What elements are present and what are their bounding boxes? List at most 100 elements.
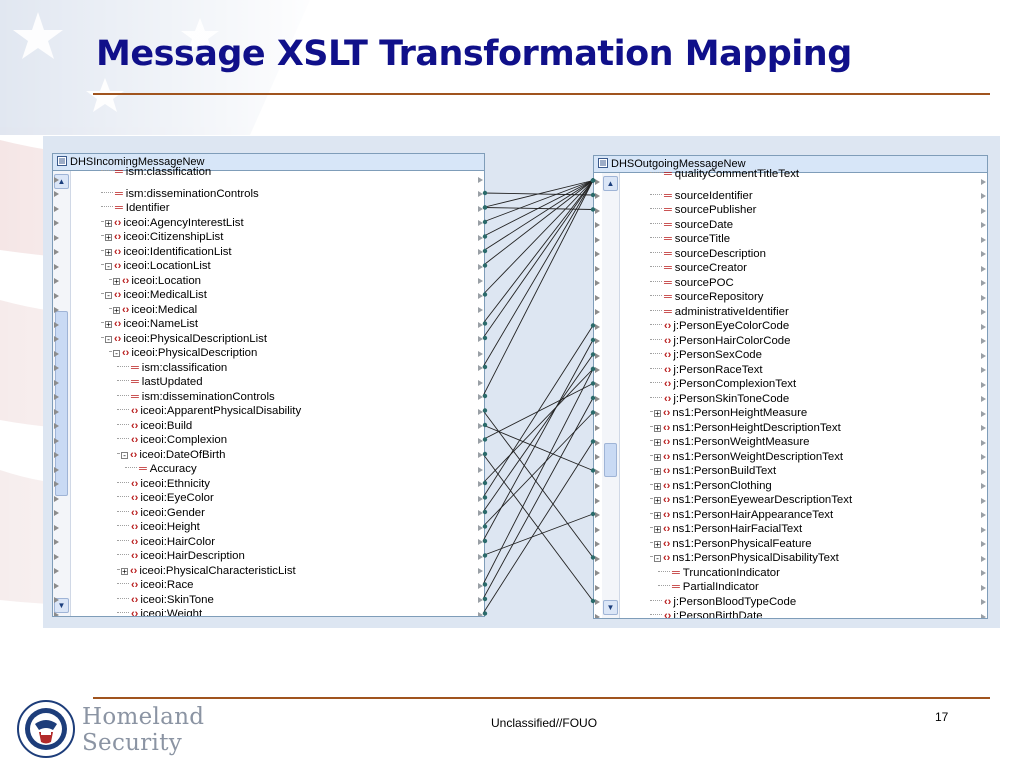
tree-node[interactable]: +‹›ns1:PersonClothing <box>650 479 772 494</box>
connector-node-icon[interactable] <box>981 613 986 618</box>
connector-node-icon[interactable] <box>54 437 59 444</box>
connector-node-icon[interactable] <box>595 439 600 446</box>
connector-node-icon[interactable] <box>54 350 59 357</box>
connector-node-icon[interactable] <box>478 408 483 415</box>
connector-node-icon[interactable] <box>478 597 483 603</box>
connector-node-icon[interactable] <box>478 220 483 226</box>
connector-node-icon[interactable] <box>595 222 600 228</box>
tree-node[interactable]: ‹›j:PersonComplexionText <box>650 377 796 392</box>
expand-icon[interactable]: + <box>113 276 120 286</box>
tree-node[interactable]: +‹›ns1:PersonHeightDescriptionText <box>650 421 841 436</box>
tree-node[interactable]: ‹›j:PersonSexCode <box>650 348 762 363</box>
connector-node-icon[interactable] <box>54 597 59 603</box>
tree-node[interactable]: ═ism:classification <box>117 361 227 376</box>
connector-node-icon[interactable] <box>478 394 483 400</box>
connector-node-icon[interactable] <box>478 205 483 212</box>
connector-node-icon[interactable] <box>981 497 986 504</box>
tree-node[interactable]: -‹›iceoi:LocationList <box>101 259 211 274</box>
connector-node-icon[interactable] <box>595 280 600 286</box>
connector-node-icon[interactable] <box>981 584 986 591</box>
connector-node-icon[interactable] <box>595 512 600 518</box>
scroll-down-icon[interactable]: ▼ <box>603 600 618 615</box>
expand-icon[interactable]: + <box>654 525 661 534</box>
tree-node[interactable]: ‹›iceoi:Weight <box>117 607 202 616</box>
connector-node-icon[interactable] <box>981 512 986 518</box>
scroll-thumb[interactable] <box>604 443 617 477</box>
connector-node-icon[interactable] <box>981 178 986 185</box>
connector-node-icon[interactable] <box>981 367 986 373</box>
tree-node[interactable]: ‹›j:PersonHairColorCode <box>650 334 790 349</box>
connector-node-icon[interactable] <box>54 379 59 386</box>
connector-node-icon[interactable] <box>981 541 986 547</box>
connector-node-icon[interactable] <box>981 236 986 243</box>
tree-node[interactable]: ‹›iceoi:SkinTone <box>117 593 214 608</box>
tree-node[interactable]: ‹›iceoi:ApparentPhysicalDisability <box>117 404 301 419</box>
connector-node-icon[interactable] <box>595 178 600 185</box>
connector-node-icon[interactable] <box>595 251 600 257</box>
expand-icon[interactable]: + <box>654 467 661 476</box>
tree-node[interactable]: ═sourceTitle <box>650 232 730 247</box>
tree-node[interactable]: ‹›j:PersonBloodTypeCode <box>650 595 796 610</box>
scroll-up-icon[interactable]: ▲ <box>603 176 618 191</box>
connector-node-icon[interactable] <box>54 611 59 616</box>
connector-node-icon[interactable] <box>54 423 59 429</box>
tree-node[interactable]: -‹›iceoi:PhysicalDescriptionList <box>101 332 267 347</box>
expand-icon[interactable]: + <box>654 496 661 505</box>
target-schema-titlebar[interactable]: DHSOutgoingMessageNew <box>594 156 987 173</box>
tree-node[interactable]: +‹›iceoi:AgencyInterestList <box>101 216 244 231</box>
connector-node-icon[interactable] <box>478 307 483 313</box>
tree-node[interactable]: ═sourceDescription <box>650 247 766 262</box>
connector-node-icon[interactable] <box>981 454 986 460</box>
tree-node[interactable]: ‹›iceoi:Build <box>117 419 192 434</box>
connector-node-icon[interactable] <box>595 599 600 605</box>
connector-node-icon[interactable] <box>54 336 59 342</box>
connector-node-icon[interactable] <box>595 265 600 272</box>
connector-node-icon[interactable] <box>595 483 600 489</box>
connector-node-icon[interactable] <box>981 338 986 344</box>
connector-node-icon[interactable] <box>54 249 59 255</box>
connector-node-icon[interactable] <box>981 207 986 214</box>
connector-node-icon[interactable] <box>981 381 986 388</box>
connector-node-icon[interactable] <box>478 365 483 371</box>
connector-node-icon[interactable] <box>595 570 600 576</box>
tree-node[interactable]: ‹›iceoi:Ethnicity <box>117 477 210 492</box>
expand-icon[interactable]: + <box>105 247 112 257</box>
tree-node[interactable]: ═sourceCreator <box>650 261 747 276</box>
expand-icon[interactable]: + <box>654 409 661 418</box>
connector-node-icon[interactable] <box>595 323 600 330</box>
tree-node[interactable]: +‹›ns1:PersonWeightMeasure <box>650 435 810 450</box>
connector-node-icon[interactable] <box>595 410 600 417</box>
connector-node-icon[interactable] <box>478 582 483 589</box>
connector-node-icon[interactable] <box>595 526 600 533</box>
connector-node-icon[interactable] <box>54 191 59 197</box>
tree-node[interactable]: ‹›iceoi:Complexion <box>117 433 227 448</box>
collapse-icon[interactable]: - <box>121 450 128 460</box>
expand-icon[interactable]: + <box>654 423 661 433</box>
connector-node-icon[interactable] <box>54 582 59 589</box>
connector-node-icon[interactable] <box>595 381 600 388</box>
tree-node[interactable]: ═Identifier <box>101 201 170 216</box>
tree-node[interactable]: +‹›ns1:PersonPhysicalFeature <box>650 537 812 552</box>
connector-node-icon[interactable] <box>54 220 59 226</box>
connector-node-icon[interactable] <box>478 481 483 487</box>
connector-node-icon[interactable] <box>478 336 483 342</box>
target-scrollbar[interactable]: ▲ ▼ <box>602 173 620 618</box>
tree-node[interactable]: ═sourceDate <box>650 218 733 233</box>
connector-node-icon[interactable] <box>478 466 483 473</box>
tree-node[interactable]: ═Accuracy <box>125 462 197 477</box>
connector-node-icon[interactable] <box>54 278 59 284</box>
tree-node[interactable]: +‹›ns1:PersonHairAppearanceText <box>650 508 833 523</box>
connector-node-icon[interactable] <box>54 481 59 487</box>
connector-node-icon[interactable] <box>54 263 59 270</box>
connector-node-icon[interactable] <box>478 292 483 299</box>
connector-node-icon[interactable] <box>54 466 59 473</box>
connector-node-icon[interactable] <box>478 539 483 545</box>
tree-node[interactable]: +‹›ns1:PersonWeightDescriptionText <box>650 450 843 465</box>
connector-node-icon[interactable] <box>478 437 483 444</box>
connector-node-icon[interactable] <box>981 468 986 475</box>
tree-node[interactable]: +‹›ns1:PersonHeightMeasure <box>650 406 807 421</box>
expand-icon[interactable]: + <box>105 233 112 242</box>
connector-node-icon[interactable] <box>981 410 986 417</box>
scroll-thumb[interactable] <box>55 311 68 496</box>
connector-node-icon[interactable] <box>478 423 483 429</box>
